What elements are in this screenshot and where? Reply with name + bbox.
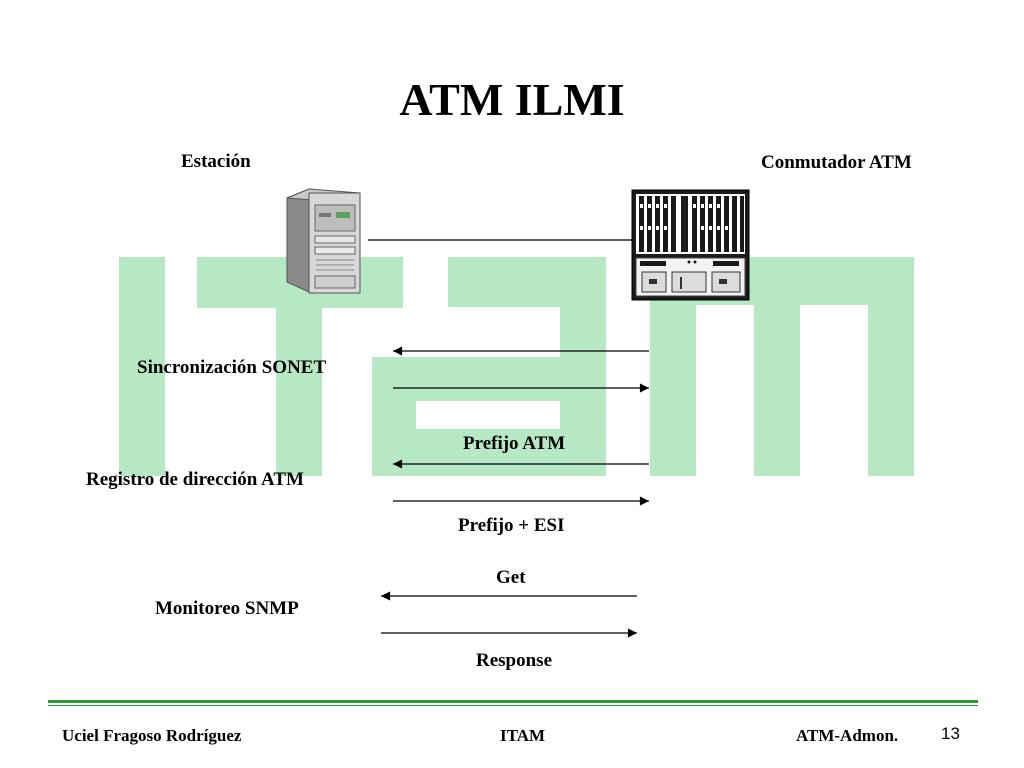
watermark-letter-i xyxy=(119,257,165,476)
message-label-prefix-esi: Prefijo + ESI xyxy=(458,515,565,536)
footer-course: ATM-Admon. xyxy=(796,726,899,745)
message-label-prefix: Prefijo ATM xyxy=(463,433,566,454)
footer-rule xyxy=(48,700,978,703)
slide-title: ATM ILMI xyxy=(399,74,625,125)
watermark-letter-a xyxy=(372,257,606,476)
watermark-letter-m xyxy=(650,257,914,476)
footer-rule-thin xyxy=(48,705,978,706)
footer-institution: ITAM xyxy=(500,726,546,745)
station-label: Estación xyxy=(181,151,251,172)
footer-author: Uciel Fragoso Rodríguez xyxy=(62,726,242,745)
message-label-response: Response xyxy=(476,650,553,671)
group-label-address-registration: Registro de dirección ATM xyxy=(86,469,304,490)
group-label-sonet: Sincronización SONET xyxy=(137,357,327,378)
switch-label: Conmutador ATM xyxy=(761,152,912,173)
message-label-get: Get xyxy=(496,567,526,588)
atm-switch-icon xyxy=(631,189,750,301)
workstation-icon xyxy=(286,188,361,294)
page-number: 13 xyxy=(941,724,960,743)
group-label-snmp: Monitoreo SNMP xyxy=(155,598,299,619)
